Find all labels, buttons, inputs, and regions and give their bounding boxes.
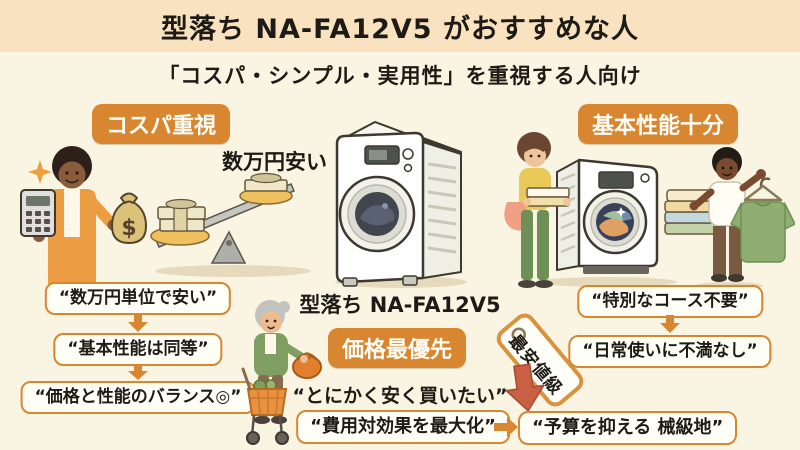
center-quote: “とにかく安く買いたい” [292,385,508,407]
left-section-badge: コスパ重視 [92,104,231,144]
page-subtitle: 「コスパ・シンプル・実用性」を重視する人向け [158,64,642,88]
balance-scale-icon [150,172,295,264]
arrow-down-icon [128,313,148,332]
right-section-badge: 基本性能十分 [578,104,739,144]
woman-with-towels-icon [504,132,571,288]
left-caption: 数万円安い [222,150,327,174]
right-step-bubble-2: “日常使いに不満なし” [568,335,772,368]
left-step-bubble-2: “基本性能は同等” [53,333,223,366]
money-stack-small-icon [239,172,293,205]
left-step-bubble-1: “数万円単位で安い” [44,282,232,315]
man-with-shirt-icon [689,147,766,282]
tag-arrow-down-icon [498,362,552,414]
basic-performance-illustration [487,118,795,294]
cost-focus-illustration: $ [8,140,318,285]
shadow [155,265,311,277]
svg-text:$: $ [121,216,136,241]
washing-machine-illustration [327,106,475,290]
title-band: 型落ち NA-FA12V5 がおすすめな人 [0,0,800,52]
left-step-bubble-3: “価格と性能のバランス◎” [20,381,256,414]
towel-stack-icon [664,189,718,235]
arrow-right-icon [494,417,518,437]
money-bag-icon: $ [110,192,148,245]
washing-machine-icon [556,158,659,274]
arrow-down-icon [128,364,148,380]
product-label: 型落ち NA-FA12V5 [299,293,501,317]
sparkle-icon [28,160,52,184]
money-stack-large-icon [150,198,210,246]
result-bubble: “予算を抑える 械級地” [518,411,738,446]
arrow-down-icon [660,315,680,333]
elderly-woman-with-cart-illustration [240,297,338,447]
shopping-cart-icon [241,367,289,445]
calculator-icon [20,189,56,237]
right-step-bubble-1: “特別なコース不要” [577,285,763,318]
tshirt-on-hanger-icon [729,177,795,263]
center-section-badge: 価格最優先 [327,328,467,368]
page-title: 型落ち NA-FA12V5 がおすすめな人 [161,13,639,45]
center-step-bubble: “費用対効果を最大化” [296,410,510,445]
